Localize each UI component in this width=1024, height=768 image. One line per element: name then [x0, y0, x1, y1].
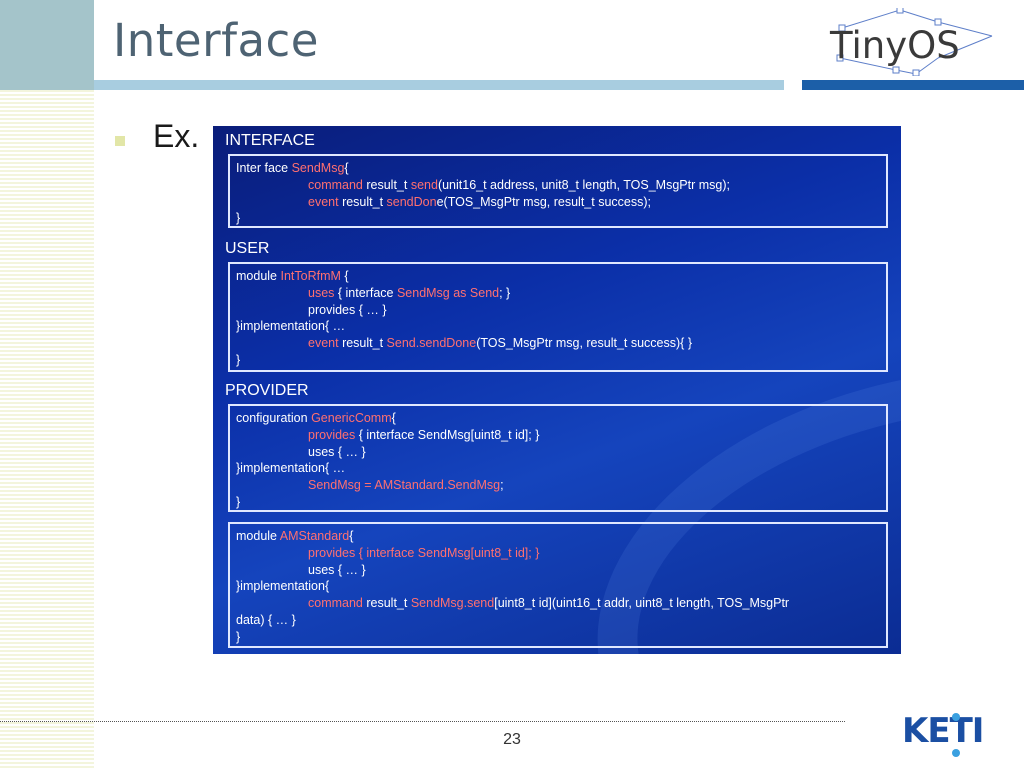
section-heading-interface: INTERFACE	[225, 132, 315, 149]
code-line: }implementation{ …	[236, 461, 346, 476]
code-line: }implementation{ …	[236, 319, 346, 334]
provider-config-code-box: configuration GenericComm{ provides { in…	[228, 404, 888, 512]
corner-block	[0, 0, 94, 90]
user-code-box: module IntToRfmM { uses { interface Send…	[228, 262, 888, 372]
code-line: configuration GenericComm{	[236, 411, 396, 425]
code-line: provides { interface SendMsg[uint8_t id]…	[308, 545, 540, 560]
code-line: event result_t sendDone(TOS_MsgPtr msg, …	[308, 194, 651, 209]
section-heading-provider: PROVIDER	[225, 382, 309, 399]
code-line: }implementation{	[236, 579, 330, 594]
code-example-image: INTERFACE Inter face SendMsg{ command re…	[213, 126, 901, 654]
bullet-text: Ex.	[153, 118, 200, 154]
interface-code-box: Inter face SendMsg{ command result_t sen…	[228, 154, 888, 228]
tinyos-logo: TinyOS	[829, 8, 993, 76]
code-line: command result_t send(unit16_t address, …	[308, 177, 730, 192]
code-line: uses { … }	[308, 562, 366, 577]
code-line: module IntToRfmM {	[236, 269, 349, 283]
slide-title: Interface	[113, 14, 319, 67]
provider-module-code-box: module AMStandard{ provides { interface …	[228, 522, 888, 648]
code-line: provides { … }	[308, 302, 387, 317]
code-line: module AMStandard{	[236, 529, 354, 543]
code-line: SendMsg = AMStandard.SendMsg;	[308, 478, 504, 493]
code-line: data) { … }	[236, 612, 296, 627]
code-line: }	[236, 494, 241, 509]
footer-divider	[0, 721, 845, 722]
code-line: }	[236, 211, 241, 226]
keti-logo: KETI	[902, 711, 998, 759]
code-line: Inter face SendMsg{	[236, 161, 349, 175]
code-line: }	[236, 629, 241, 644]
code-line: uses { interface SendMsg as Send; }	[308, 285, 511, 300]
page-number: 23	[503, 731, 521, 748]
section-heading-user: USER	[225, 240, 270, 257]
code-line: command result_t SendMsg.send[uint8_t id…	[308, 596, 790, 611]
code-line: uses { … }	[308, 444, 366, 459]
svg-text:TinyOS: TinyOS	[829, 24, 960, 67]
bullet-marker	[115, 136, 125, 146]
code-line: }	[236, 352, 241, 367]
title-underline-bar	[94, 80, 784, 90]
title-underline-bar-right	[802, 80, 1024, 90]
code-line: provides { interface SendMsg[uint8_t id]…	[308, 427, 540, 442]
code-line: event result_t Send.sendDone(TOS_MsgPtr …	[308, 336, 692, 351]
left-stripe	[0, 90, 94, 768]
